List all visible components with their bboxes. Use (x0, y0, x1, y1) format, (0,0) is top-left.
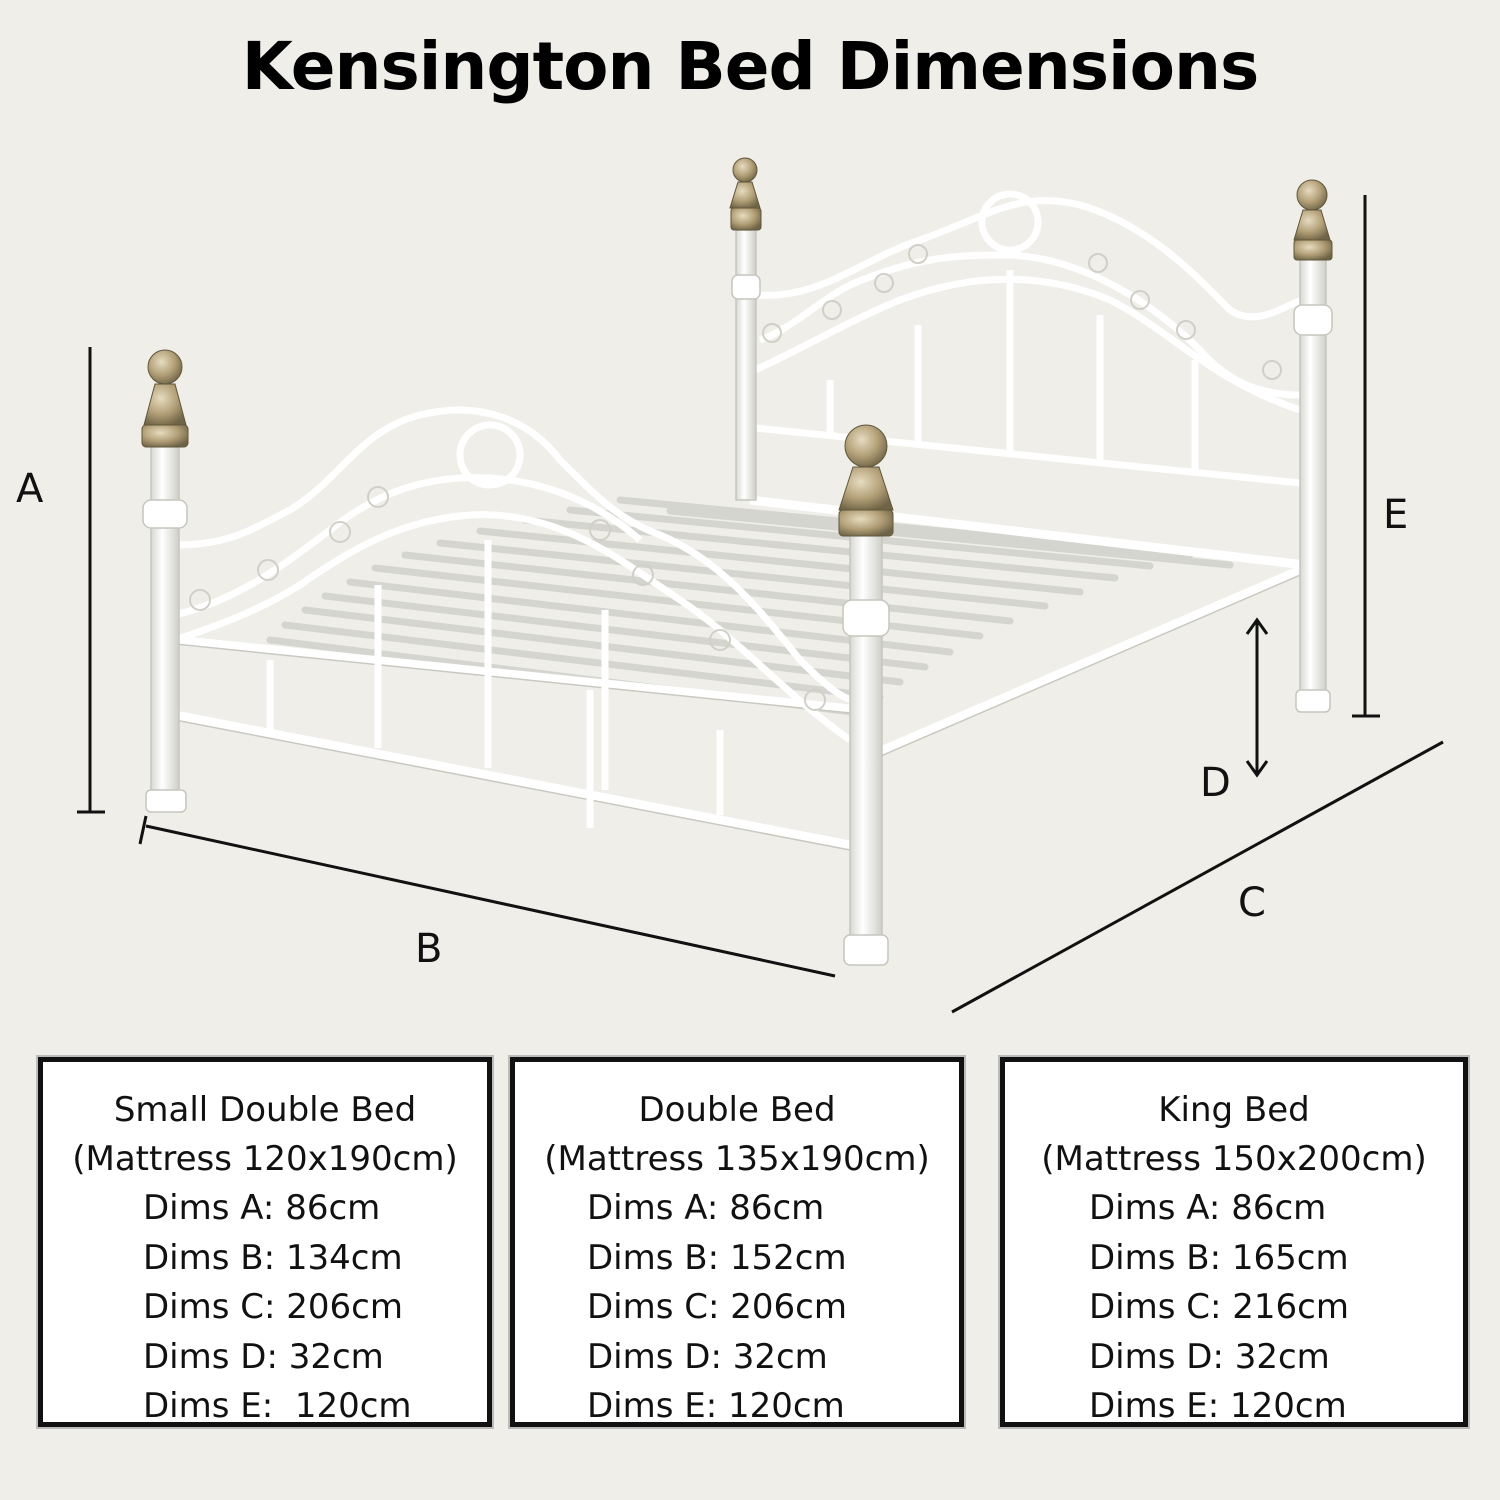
bed-posts (142, 229, 1333, 966)
dim-c-value: Dims C: 216cm (1089, 1287, 1349, 1327)
page-title: Kensington Bed Dimensions (241, 28, 1259, 105)
spec-card-double: Double Bed (Mattress 135x190cm) Dims A: … (510, 1057, 964, 1427)
brass-finials (141, 157, 1333, 537)
dim-b-value: Dims B: 152cm (587, 1237, 847, 1278)
dim-c-value: Dims C: 206cm (587, 1287, 847, 1327)
dim-b-value: Dims B: 165cm (1089, 1237, 1349, 1278)
dim-d-value: Dims D: 32cm (143, 1336, 384, 1377)
footboard (173, 406, 856, 828)
headboard (753, 190, 1306, 487)
dimension-label-c: C (1238, 880, 1266, 926)
spec-card-king: King Bed (Mattress 150x200cm) Dims A: 86… (1000, 1057, 1468, 1427)
dimension-label-e: E (1383, 492, 1409, 538)
mattress-size: (Mattress 120x190cm) (72, 1139, 458, 1179)
dim-d-value: Dims D: 32cm (1089, 1336, 1330, 1377)
dimension-label-d: D (1200, 760, 1231, 806)
bed-slats (266, 496, 1234, 717)
bed-size-name: Double Bed (638, 1090, 836, 1130)
dim-a-value: Dims A: 86cm (1089, 1188, 1327, 1228)
dim-d-value: Dims D: 32cm (587, 1336, 828, 1377)
dim-a-value: Dims A: 86cm (143, 1188, 381, 1228)
mattress-size: (Mattress 150x200cm) (1041, 1139, 1427, 1179)
dimension-label-b: B (415, 926, 443, 972)
dim-a-value: Dims A: 86cm (587, 1188, 825, 1228)
dim-e-value: Dims E: 120cm (143, 1386, 412, 1426)
dim-b-value: Dims B: 134cm (143, 1237, 403, 1278)
dim-e-value: Dims E: 120cm (587, 1386, 845, 1426)
mattress-size: (Mattress 135x190cm) (544, 1139, 930, 1179)
spec-card-small-double: Small Double Bed (Mattress 120x190cm) Di… (38, 1057, 492, 1427)
bed-size-name: King Bed (1158, 1090, 1310, 1130)
dim-e-value: Dims E: 120cm (1089, 1386, 1347, 1426)
dim-c-value: Dims C: 206cm (143, 1287, 403, 1327)
bed-size-name: Small Double Bed (113, 1090, 417, 1130)
dimension-label-a: A (16, 466, 44, 512)
dimension-lines (77, 195, 1444, 1014)
